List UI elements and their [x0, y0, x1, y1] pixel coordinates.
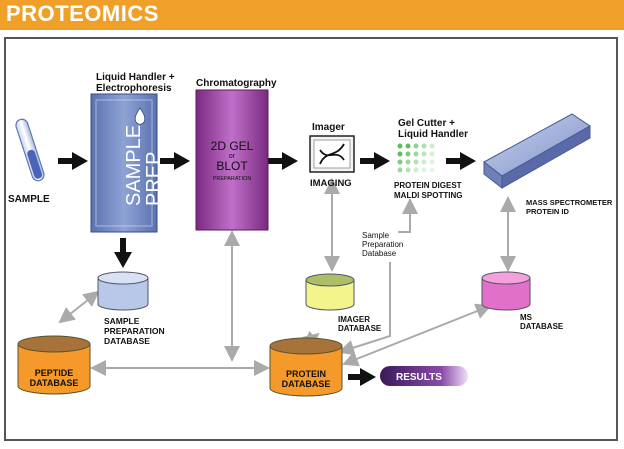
sample-prep-note-2: Preparation [362, 240, 403, 249]
gel-label-or: or [229, 153, 236, 160]
gel-cutter-label-2: Liquid Handler [398, 129, 468, 140]
sample-prep-note-1: Sample [362, 231, 390, 240]
gel-label-1: 2D GEL [211, 139, 254, 153]
sample-prep-db-cylinder [97, 271, 149, 311]
peptide-db-cylinder [17, 335, 91, 395]
imager-db-cylinder [305, 273, 355, 311]
peptide-db-label-1: PEPTIDE [35, 368, 74, 378]
gel-label-blot: BLOT [216, 159, 248, 173]
arrow-cutter-to-ms [446, 152, 476, 170]
results-label: RESULTS [396, 372, 442, 383]
sample-label: SAMPLE [8, 194, 50, 205]
imager-label: Imager [312, 122, 345, 133]
droplet-icon [134, 107, 146, 125]
peptide-db-label-2: DATABASE [30, 378, 79, 388]
arrow-prep-to-sample-db [114, 238, 132, 268]
test-tube-icon [15, 118, 45, 182]
flow-arrows [58, 152, 476, 386]
arrow-gel-to-imager [268, 152, 298, 170]
ms-db-label-2: DATABASE [520, 322, 564, 331]
ms-db-label-1: MS [520, 313, 533, 322]
ms-db-cylinder [481, 271, 531, 311]
arrow-prep-to-gel [160, 152, 190, 170]
imaging-label: IMAGING [310, 178, 352, 189]
protein-db-cylinder [269, 337, 343, 397]
connector-lines [58, 178, 516, 376]
sample-prep-box [90, 93, 158, 233]
protein-digest-label-1: PROTEIN DIGEST [394, 181, 462, 190]
gel-cutter-label-1: Gel Cutter + [398, 118, 455, 129]
gel-label-prep: PREPARATION [213, 176, 252, 182]
header-bar: PROTEOMICS [0, 0, 624, 30]
svg-text:PREP: PREP [143, 152, 165, 206]
imager-db-label-1: IMAGER [338, 315, 370, 324]
mass-spec-label-1: MASS SPECTROMETER [526, 198, 613, 207]
protein-db-label-2: DATABASE [282, 379, 331, 389]
results-pill [380, 366, 468, 386]
liquid-handler-label-1: Liquid Handler + [96, 72, 175, 83]
sample-prep-db-label-1: SAMPLE [104, 316, 140, 326]
svg-text:SAMPLE: SAMPLE [123, 125, 145, 206]
page-title: PROTEOMICS [6, 1, 159, 26]
liquid-handler-label-2: Electrophoresis [96, 83, 172, 94]
imager-db-label-2: DATABASE [338, 324, 382, 333]
mass-spec-label-2: PROTEIN ID [526, 207, 570, 216]
maldi-spots-icon [397, 143, 435, 173]
chromatography-label: Chromatography [196, 78, 277, 89]
arrow-protein-db-to-results [348, 368, 376, 386]
protein-db-label-1: PROTEIN [286, 369, 326, 379]
sample-prep-db-label-3: DATABASE [104, 336, 150, 346]
imager-dna-icon [309, 135, 355, 173]
peptide-to-sample-db-connector [58, 290, 100, 324]
digest-to-sample-note-connector [398, 198, 418, 233]
mass-spectrometer-icon [483, 113, 591, 190]
diagram-frame [4, 37, 618, 441]
arrow-sample-to-prep [58, 152, 88, 170]
protein-digest-label-2: MALDI SPOTTING [394, 191, 462, 200]
sample-prep-text: SAMPLE PREP [123, 125, 165, 206]
gel-box [195, 89, 269, 231]
ms-db-to-protein-db-connector [342, 303, 492, 367]
sample-prep-db-label-2: PREPARATION [104, 326, 165, 336]
arrow-imager-to-cutter [360, 152, 390, 170]
sample-prep-note-3: Database [362, 249, 397, 258]
